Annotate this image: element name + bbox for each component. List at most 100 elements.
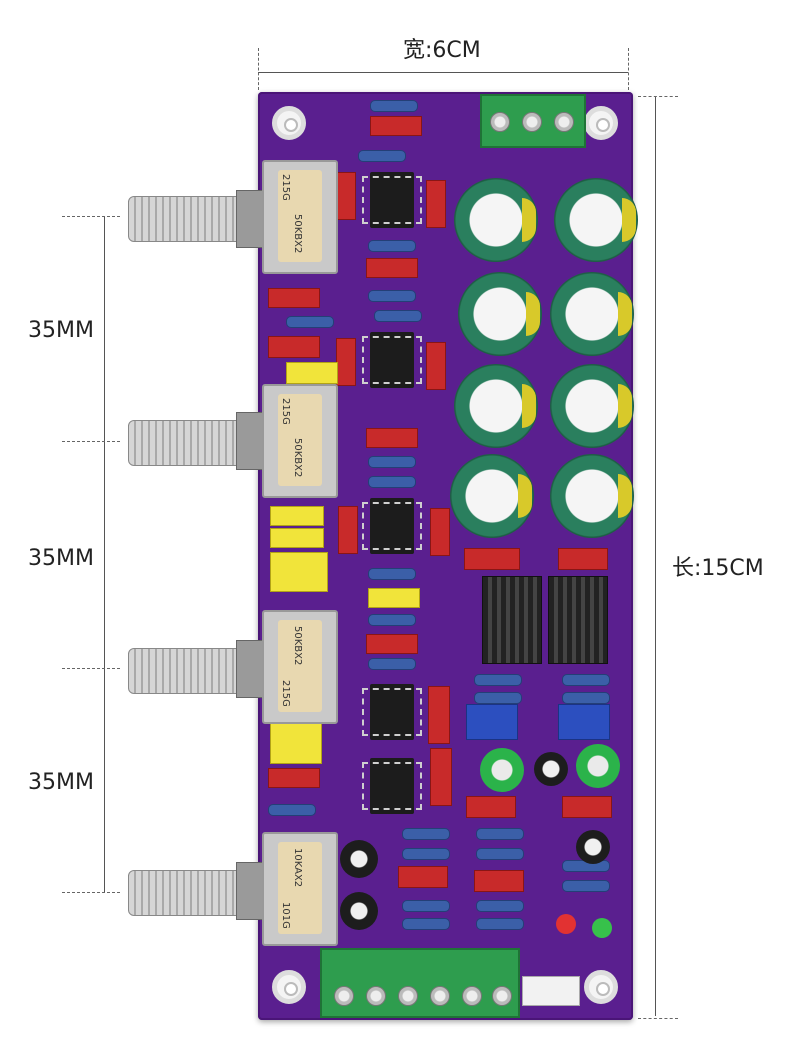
- filter-capacitor: [550, 272, 634, 356]
- resistor: [476, 900, 524, 912]
- width-tick-right: [628, 48, 629, 90]
- resistor: [368, 614, 416, 626]
- filter-capacitor: [450, 454, 534, 538]
- pot-shaft: [128, 648, 240, 694]
- spacing-label-1: 35MM: [28, 318, 94, 343]
- resistor: [476, 828, 524, 840]
- film-capacitor: [338, 506, 358, 554]
- resistor: [474, 692, 522, 704]
- resistor: [402, 900, 450, 912]
- regulator-heatsink: [548, 576, 608, 664]
- pot-label: 50KBX2 215G: [278, 394, 322, 486]
- resistor: [562, 674, 610, 686]
- pot-nut: [236, 190, 264, 248]
- resistor: [374, 310, 422, 322]
- filter-capacitor: [550, 454, 634, 538]
- power-terminal-block: [480, 94, 586, 148]
- pot-marking: 215G: [280, 398, 291, 425]
- resistor: [368, 568, 416, 580]
- film-capacitor: [464, 548, 520, 570]
- pot-housing: 50KBX2 215G: [262, 160, 338, 274]
- film-capacitor: [336, 338, 356, 386]
- terminal-screw: [492, 986, 512, 1006]
- pot-marking: 101G: [280, 902, 291, 929]
- trim-potentiometer: [558, 704, 610, 740]
- electrolytic-capacitor: [576, 744, 620, 788]
- resistor: [358, 150, 406, 162]
- mounting-hole-tl: [272, 106, 306, 140]
- mounting-hole-tr: [584, 106, 618, 140]
- film-capacitor: [336, 172, 356, 220]
- terminal-screw: [366, 986, 386, 1006]
- spacing-tick-3: [62, 668, 120, 669]
- length-dim-line: [655, 96, 656, 1016]
- pot-marking: 10KAX2: [292, 848, 303, 888]
- op-amp-ic: [362, 172, 422, 228]
- film-capacitor: [268, 288, 320, 308]
- electrolytic-capacitor: [534, 752, 568, 786]
- spacing-line: [104, 216, 105, 892]
- resistor: [402, 918, 450, 930]
- terminal-screw: [462, 986, 482, 1006]
- resistor: [370, 100, 418, 112]
- terminal-screw: [398, 986, 418, 1006]
- pot-marking: 215G: [280, 174, 291, 201]
- length-tick-top: [638, 96, 678, 97]
- film-capacitor: [562, 796, 612, 818]
- film-capacitor: [558, 548, 608, 570]
- spacing-tick-1: [62, 216, 120, 217]
- film-capacitor: [268, 768, 320, 788]
- pot-housing: 50KBX2 215G: [262, 384, 338, 498]
- terminal-screw: [554, 112, 574, 132]
- pot-label: 50KBX2 215G: [278, 620, 322, 712]
- film-capacitor: [370, 116, 422, 136]
- pot-marking: 50KBX2: [292, 214, 303, 254]
- op-amp-ic: [362, 684, 422, 740]
- film-capacitor: [366, 428, 418, 448]
- regulator-heatsink: [482, 576, 542, 664]
- trim-potentiometer: [466, 704, 518, 740]
- resistor: [562, 880, 610, 892]
- spacing-tick-2: [62, 441, 120, 442]
- yellow-capacitor: [286, 362, 338, 384]
- pot-shaft: [128, 196, 240, 242]
- resistor: [286, 316, 334, 328]
- yellow-capacitor: [368, 588, 420, 608]
- yellow-capacitor: [270, 552, 328, 592]
- length-tick-bottom: [638, 1018, 678, 1019]
- film-capacitor: [398, 866, 448, 888]
- yellow-capacitor: [270, 528, 324, 548]
- connector-header: [522, 976, 580, 1006]
- width-tick-left: [258, 48, 259, 90]
- terminal-screw: [334, 986, 354, 1006]
- filter-capacitor: [454, 178, 538, 262]
- spacing-label-2: 35MM: [28, 546, 94, 571]
- resistor: [474, 674, 522, 686]
- pot-marking: 215G: [280, 680, 291, 707]
- resistor: [402, 848, 450, 860]
- mounting-hole-bl: [272, 970, 306, 1004]
- film-capacitor: [426, 180, 446, 228]
- pot-shaft: [128, 870, 240, 916]
- film-capacitor: [428, 686, 450, 744]
- pot-label: 50KBX2 215G: [278, 170, 322, 262]
- resistor: [368, 456, 416, 468]
- pot-nut: [236, 862, 264, 920]
- film-capacitor: [268, 336, 320, 358]
- input-terminal-block: [320, 948, 520, 1018]
- pot-marking: 50KBX2: [292, 438, 303, 478]
- width-label: 宽:6CM: [403, 38, 481, 63]
- resistor: [402, 828, 450, 840]
- op-amp-ic: [362, 758, 422, 814]
- width-dim-line: [258, 72, 628, 73]
- mounting-hole-br: [584, 970, 618, 1004]
- electrolytic-capacitor: [340, 892, 378, 930]
- filter-capacitor: [454, 364, 538, 448]
- film-capacitor: [474, 870, 524, 892]
- film-capacitor: [466, 796, 516, 818]
- resistor: [476, 848, 524, 860]
- terminal-screw: [490, 112, 510, 132]
- resistor: [368, 476, 416, 488]
- resistor: [368, 658, 416, 670]
- resistor: [368, 290, 416, 302]
